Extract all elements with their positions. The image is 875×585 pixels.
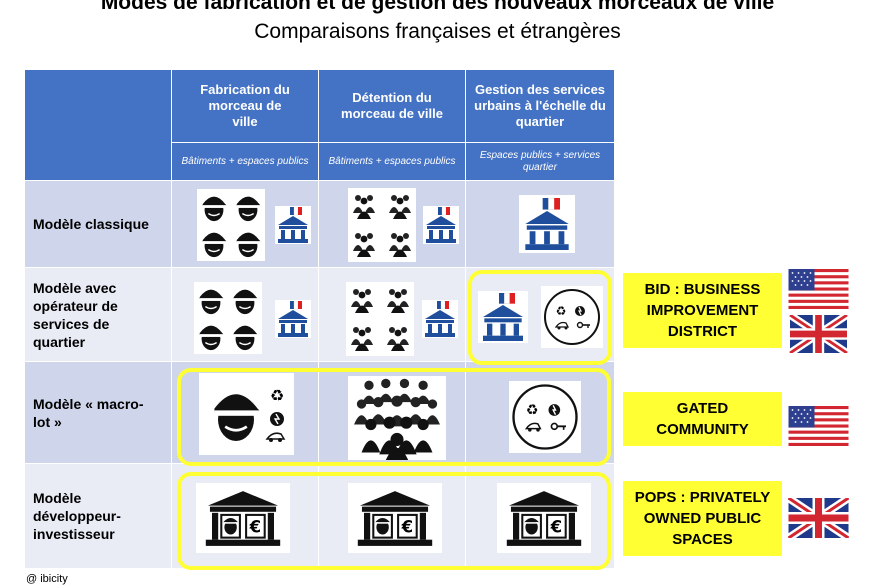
svg-text:♻: ♻ <box>270 386 284 405</box>
worker-icons-grid <box>194 282 262 354</box>
public-building-icon <box>478 291 528 343</box>
row-label-operateur: Modèle avec opérateur de services de qua… <box>33 279 118 350</box>
page-subtitle: Comparaisons françaises et étrangères <box>254 20 621 43</box>
row-background-classique <box>25 181 614 267</box>
page-title: Modes de fabrication et de gestion des n… <box>100 0 775 14</box>
uk-flag-icon <box>788 315 849 353</box>
people-group-icon <box>351 289 409 351</box>
grid-line <box>171 70 172 568</box>
column-subheader-fabrication: Bâtiments + espaces publics <box>172 143 318 180</box>
uk-flag-icon <box>788 498 849 538</box>
public-building-icon <box>423 206 459 244</box>
worker-icons-grid <box>197 189 265 261</box>
investor-building-icon <box>497 483 591 553</box>
callout-pops: POPS : PRIVATELY OWNED PUBLIC SPACES <box>623 481 782 556</box>
cap-head-icon <box>201 195 262 258</box>
credit-text: @ ibicity <box>26 573 68 585</box>
callout-bid: BID : BUSINESS IMPROVEMENT DISTRICT <box>623 273 782 348</box>
column-header-gestion: Gestion des services urbains à l'échelle… <box>466 70 614 142</box>
public-building-icon <box>422 300 458 338</box>
row-label-classique: Modèle classique <box>33 216 149 232</box>
worker-services-icon: ♻ <box>199 373 294 455</box>
people-group-icon <box>353 195 411 257</box>
us-flag-icon <box>788 269 849 309</box>
investor-building-icon <box>196 483 290 553</box>
column-subheader-detention: Bâtiments + espaces publics <box>319 143 465 180</box>
grid-line <box>465 70 466 568</box>
public-building-icon <box>275 206 311 244</box>
investor-building-icon <box>348 483 442 553</box>
us-flag-icon <box>788 406 849 446</box>
people-icons-grid <box>348 188 416 262</box>
people-icons-grid <box>346 282 414 356</box>
public-building-icon <box>275 300 311 338</box>
public-building-icon <box>519 195 575 253</box>
row-label-developpeur: Modèle développeur-investisseur <box>33 490 121 542</box>
column-header-detention: Détention du morceau de ville <box>319 70 465 142</box>
highlight-outline-pops <box>177 472 611 570</box>
crowd-icon <box>348 376 446 460</box>
header-corner <box>25 70 171 180</box>
column-header-fabrication: Fabrication du morceau de ville <box>172 70 318 142</box>
highlight-outline-bid <box>468 270 612 365</box>
services-icon <box>541 286 603 348</box>
row-label-macrolot: Modèle « macro-lot » <box>33 395 144 430</box>
callout-gated-community: GATED COMMUNITY <box>623 392 782 446</box>
services-icon <box>509 381 581 453</box>
highlight-outline-gated <box>177 368 611 466</box>
column-subheader-gestion: Espaces publics + services quartier <box>466 143 614 180</box>
grid-line <box>318 70 319 568</box>
cap-head-icon <box>198 288 259 351</box>
